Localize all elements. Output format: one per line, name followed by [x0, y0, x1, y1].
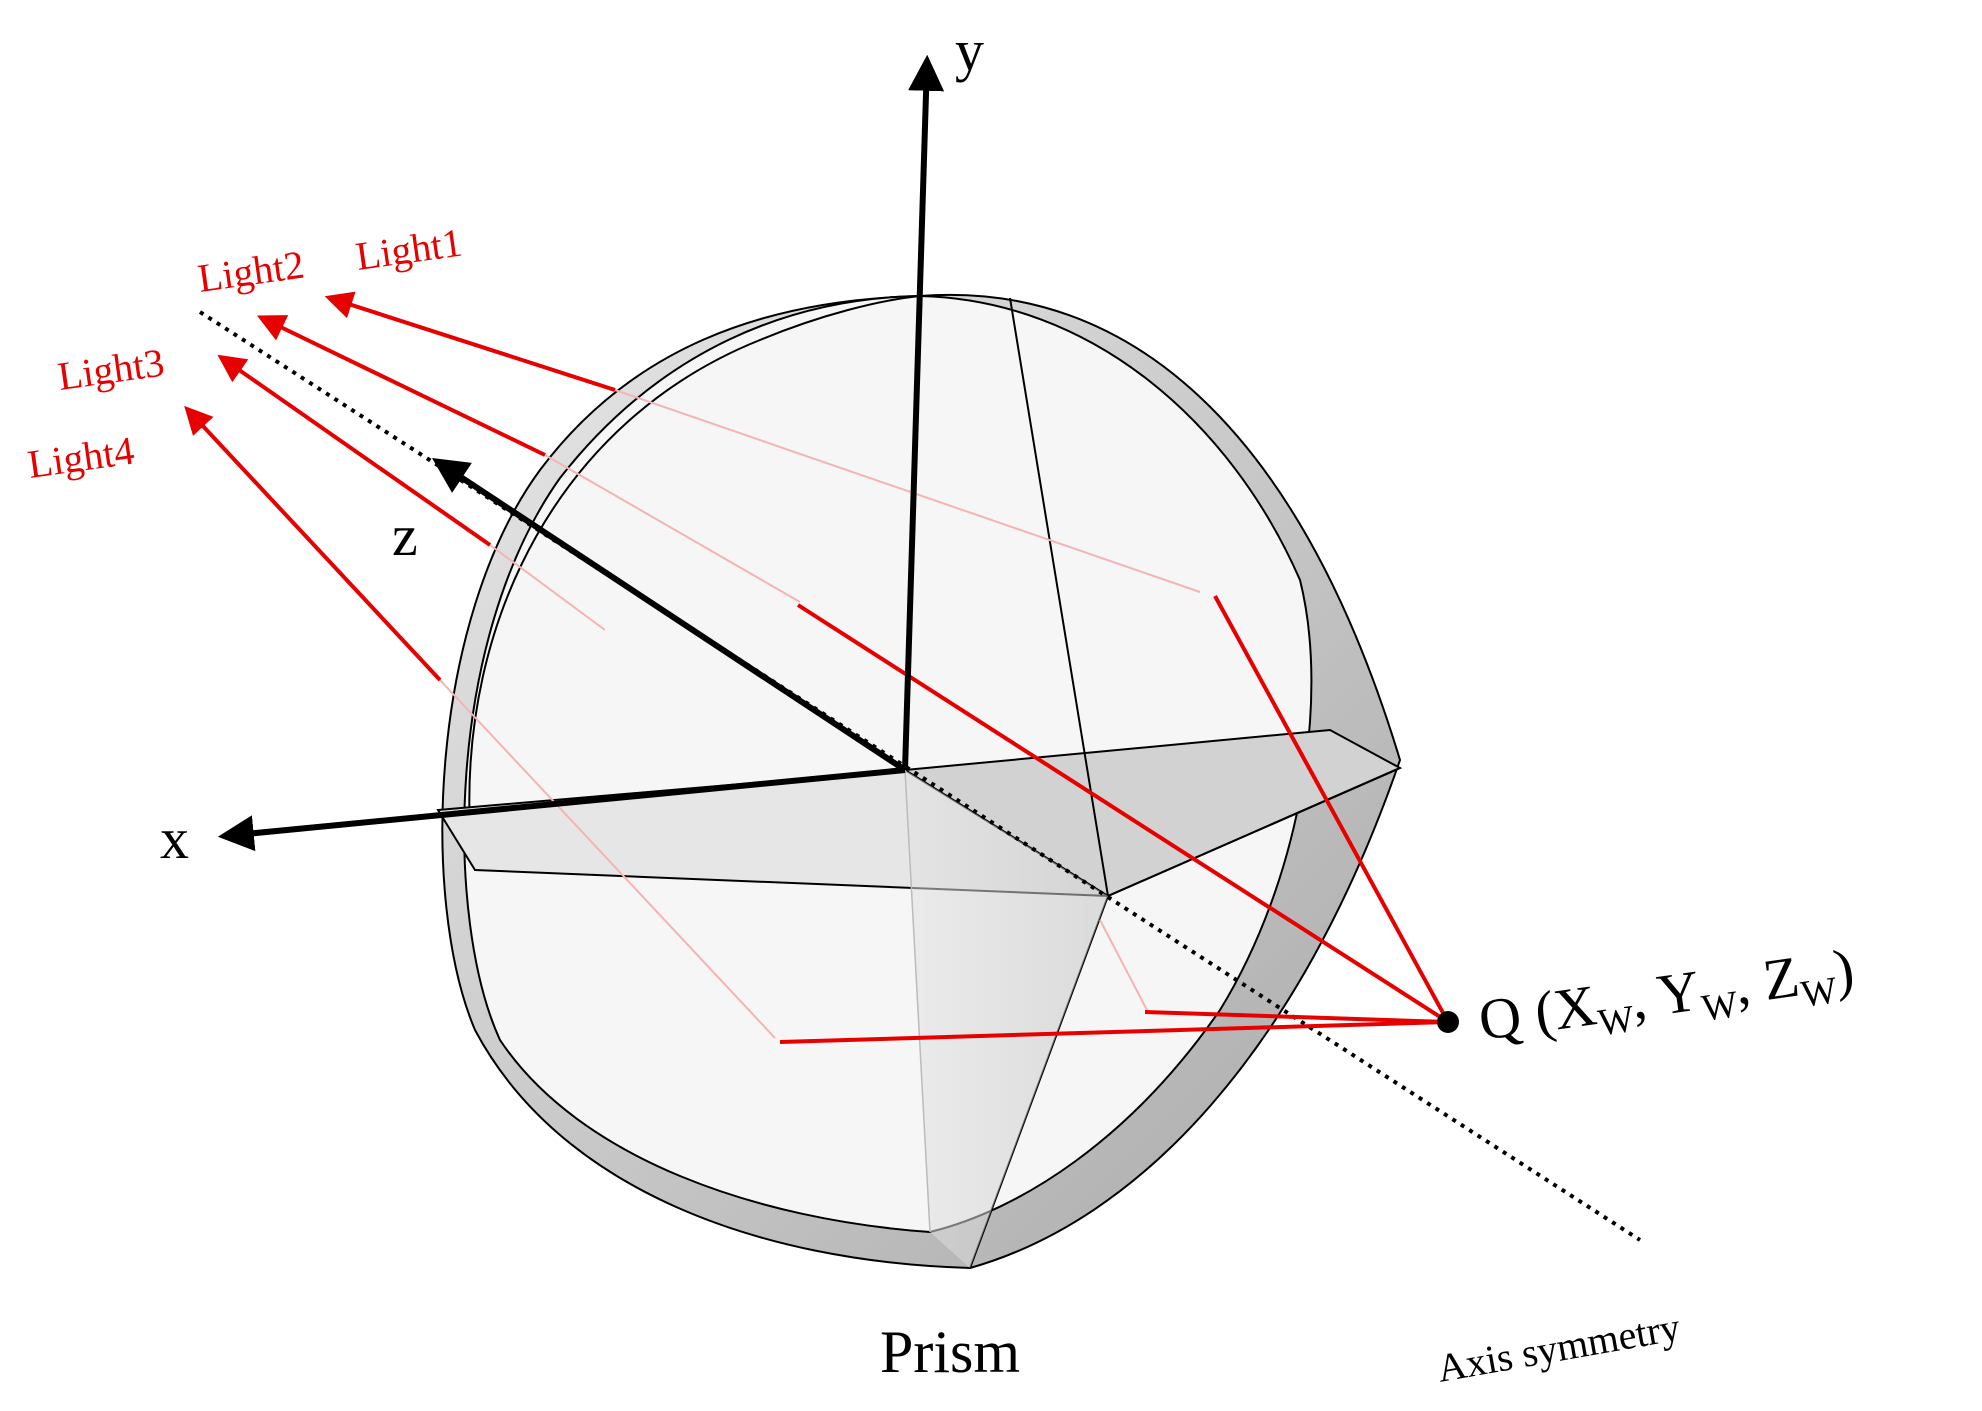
- light1-ray: [324, 291, 616, 392]
- prism-label: Prism: [880, 1319, 1020, 1385]
- point-q-label: Q (XW, YW, ZW): [1475, 936, 1859, 1061]
- light4-ray: [184, 405, 442, 682]
- axis-symmetry-label: Axis symmetry: [1434, 1304, 1684, 1391]
- prism-front-edge: [468, 295, 921, 831]
- x-axis-label: x: [160, 806, 189, 871]
- point-q-marker: [1437, 1011, 1459, 1033]
- x-axis: [217, 767, 906, 852]
- coordinate-axes: [217, 54, 945, 852]
- prism-facet-line: [904, 769, 931, 1233]
- prism-lower-wedge: [905, 770, 1108, 1268]
- ray-exit-segments: [779, 595, 1450, 1044]
- light3-ray: [217, 354, 492, 547]
- prism-body: [436, 293, 1403, 1270]
- light2-label: Light2: [195, 242, 307, 301]
- ray-internal-segments: [439, 389, 1201, 1039]
- light3-label: Light3: [55, 340, 167, 399]
- y-axis: [902, 54, 945, 771]
- light-rays: [184, 291, 616, 682]
- z-axis: [431, 458, 907, 773]
- light4-label: Light4: [25, 428, 137, 487]
- y-axis-label: y: [955, 18, 984, 83]
- prism-edge-right: [1107, 767, 1401, 897]
- z-axis-label: z: [392, 503, 418, 568]
- light1-label: Light1: [353, 220, 465, 279]
- light2-ray: [256, 315, 546, 457]
